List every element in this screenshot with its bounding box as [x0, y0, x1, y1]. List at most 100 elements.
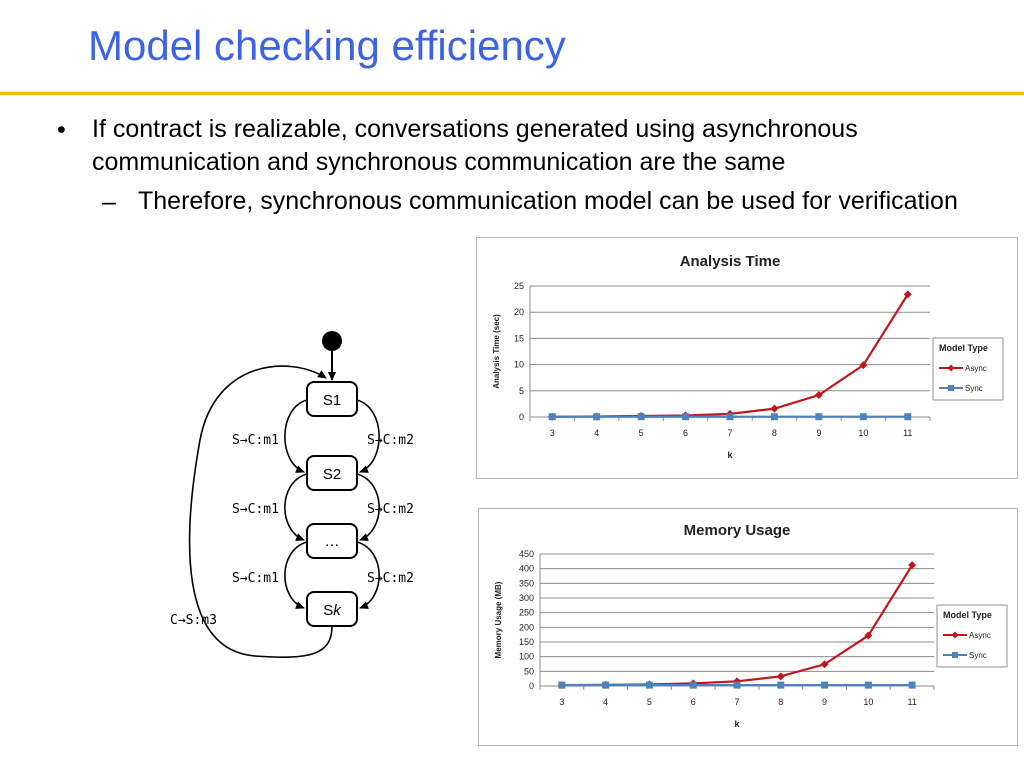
memory-y-tick-label: 450 [519, 549, 534, 559]
analysis-sync-point [548, 413, 556, 421]
state-s2 [306, 455, 358, 491]
analysis-sync-point [815, 413, 823, 421]
label-right-1: S→C:m2 [367, 433, 414, 448]
analysis-y-tick-label: 25 [514, 281, 524, 291]
transition-left-2 [284, 473, 308, 541]
bullet-text-2: Therefore, synchronous communication mod… [138, 187, 958, 215]
analysis-legend-async-marker [947, 364, 955, 372]
state-sk-label: Sk [323, 602, 342, 619]
bullet-text-1: If contract is realizable, conversations… [92, 115, 858, 176]
transition-back-loop [188, 365, 333, 658]
memory-y-tick-label: 200 [519, 622, 534, 632]
analysis-y-axis-label: Analysis Time (sec) [492, 314, 501, 389]
analysis-y-tick-label: 15 [514, 333, 524, 343]
analysis-x-tick-label: 6 [683, 428, 688, 438]
analysis-y-tick-label: 20 [514, 307, 524, 317]
state-sk-label-k: k [333, 602, 342, 619]
state-sk-label-s: S [323, 602, 333, 619]
memory-x-tick-label: 3 [559, 697, 564, 707]
memory-sync-point [821, 681, 829, 689]
state-ellipsis [306, 523, 358, 559]
memory-usage-chart-svg: Memory Usage0501001502002503003504004503… [494, 522, 1008, 729]
state-machine-diagram: S1 S2 … Sk S→C:m1 S→C:m1 S→C:m1 S→C:m2 S… [170, 331, 414, 658]
label-left-2: S→C:m1 [232, 502, 279, 517]
analysis-legend-title: Model Type [939, 343, 988, 353]
memory-x-tick-label: 8 [778, 697, 783, 707]
analysis-x-tick-label: 5 [639, 428, 644, 438]
analysis-sync-point [904, 413, 912, 421]
memory-legend-sync-marker [952, 652, 958, 658]
analysis-async-point [814, 390, 823, 399]
memory-legend-sync-label: Sync [969, 651, 987, 660]
label-back: C→S:m3 [170, 613, 217, 628]
memory-y-tick-label: 150 [519, 637, 534, 647]
memory-sync-point [777, 681, 785, 689]
memory-sync-point [864, 681, 872, 689]
transition-left-1 [284, 399, 308, 473]
state-s2-label: S2 [323, 466, 341, 483]
label-right-3: S→C:m2 [367, 571, 414, 586]
initial-state-dot [322, 331, 342, 351]
state-s1 [306, 381, 358, 417]
memory-y-tick-label: 400 [519, 564, 534, 574]
analysis-y-tick-label: 5 [519, 386, 524, 396]
transition-right-3 [356, 541, 380, 609]
analysis-y-tick-label: 10 [514, 360, 524, 370]
state-ellipsis-label: … [325, 533, 340, 550]
analysis-x-tick-label: 11 [903, 428, 912, 438]
memory-x-tick-label: 11 [907, 697, 916, 707]
memory-sync-point [908, 681, 916, 689]
analysis-async-point [770, 404, 779, 413]
label-left-3: S→C:m1 [232, 571, 279, 586]
analysis-legend-sync-marker [948, 385, 954, 391]
analysis-sync-point [637, 413, 645, 421]
analysis-sync-point [859, 413, 867, 421]
memory-y-tick-label: 350 [519, 578, 534, 588]
memory-x-axis-label: k [734, 719, 740, 729]
memory-x-tick-label: 9 [822, 697, 827, 707]
memory-x-tick-label: 5 [647, 697, 652, 707]
analysis-async-line [552, 293, 909, 418]
memory-x-tick-label: 7 [734, 697, 739, 707]
memory-async-point [864, 631, 873, 640]
analysis-sync-point [682, 413, 690, 421]
memory-async-point [776, 672, 785, 681]
memory-y-axis-label: Memory Usage (MB) [494, 581, 503, 658]
transition-left-3 [284, 541, 308, 609]
analysis-sync-point [726, 413, 734, 421]
analysis-x-tick-label: 3 [550, 428, 555, 438]
label-right-2: S→C:m2 [367, 502, 414, 517]
analysis-chart-title: Analysis Time [680, 253, 781, 270]
slide-title: Model checking efficiency [88, 22, 566, 69]
analysis-x-tick-label: 7 [727, 428, 732, 438]
analysis-x-axis-label: k [727, 450, 733, 460]
bullet-marker: • [57, 116, 66, 144]
sub-bullet-marker: – [102, 188, 116, 216]
label-left-1: S→C:m1 [232, 433, 279, 448]
memory-x-tick-label: 4 [603, 697, 608, 707]
memory-sync-point [689, 681, 697, 689]
memory-y-tick-label: 250 [519, 608, 534, 618]
memory-chart-title: Memory Usage [684, 522, 791, 539]
memory-sync-point [558, 681, 566, 689]
analysis-sync-point [770, 413, 778, 421]
memory-legend-async-label: Async [969, 631, 991, 640]
analysis-legend-sync-label: Sync [965, 384, 983, 393]
memory-sync-point [602, 681, 610, 689]
analysis-async-point [903, 290, 912, 299]
memory-y-tick-label: 0 [529, 681, 534, 691]
memory-sync-point [645, 681, 653, 689]
state-s1-label: S1 [323, 392, 341, 409]
title-underline [0, 92, 1024, 95]
analysis-x-tick-label: 10 [858, 428, 868, 438]
analysis-x-tick-label: 8 [772, 428, 777, 438]
memory-x-tick-label: 6 [691, 697, 696, 707]
memory-y-tick-label: 100 [519, 652, 534, 662]
analysis-x-tick-label: 4 [594, 428, 599, 438]
memory-async-point [820, 660, 829, 669]
memory-legend-async-marker [951, 631, 959, 639]
memory-y-tick-label: 50 [524, 666, 534, 676]
